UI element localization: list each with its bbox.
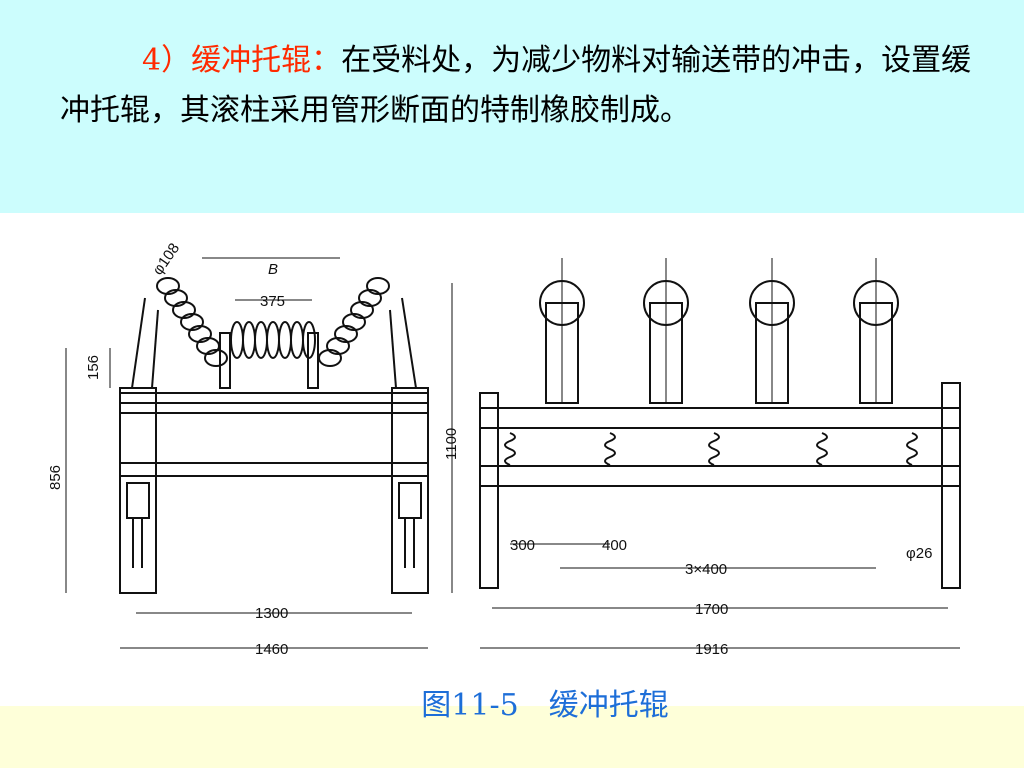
description-text: 在受料处，为减少物料对输送带的冲击，设置缓冲托辊，其滚柱采用管形断面的特制橡胶制…: [60, 43, 972, 128]
caption-panel: [0, 706, 1024, 768]
side-view-labels: 300 400 3×400 φ26 1700 1916: [510, 537, 932, 658]
label-length-1700: 1700: [695, 601, 728, 618]
left-leg: [119, 387, 157, 594]
text-panel: [0, 0, 1024, 213]
spring-5: [906, 432, 918, 466]
label-center-roll: 375: [260, 293, 285, 310]
label-height-856: 856: [47, 465, 64, 490]
figure-caption: 图11-5 缓冲托辊: [421, 688, 669, 723]
side-left-end: [479, 392, 499, 589]
section-heading: 4）缓冲托辊：: [142, 43, 342, 78]
front-view: [65, 257, 453, 649]
label-height-156: 156: [85, 355, 102, 380]
spring-1: [504, 432, 516, 466]
center-roller: [230, 321, 316, 359]
label-pitch-400: 400: [602, 537, 627, 554]
spring-4: [816, 432, 828, 466]
right-roller: [318, 277, 390, 367]
spring-2: [604, 432, 616, 466]
label-diam-hole: φ26: [906, 545, 932, 562]
description-paragraph: 4）缓冲托辊：在受料处，为减少物料对输送带的冲击，设置缓冲托辊，其滚柱采用管形断…: [60, 36, 980, 136]
left-roller: [156, 277, 228, 367]
right-leg: [391, 387, 429, 594]
label-pitch-300: 300: [510, 537, 535, 554]
spring-3: [708, 432, 720, 466]
label-diam-roller: φ108: [149, 240, 183, 278]
label-belt-width: B: [268, 261, 278, 278]
front-view-labels: φ108 B 375 156 856 1100 1300 1460: [47, 240, 460, 658]
label-pitch-3x400: 3×400: [685, 561, 727, 578]
side-view: [479, 258, 961, 649]
label-width-1300: 1300: [255, 605, 288, 622]
buffer-idler-drawing: φ108 B 375 156 856 1100 1300 1460: [47, 240, 961, 658]
label-width-1460: 1460: [255, 641, 288, 658]
label-height-1100: 1100: [443, 428, 460, 460]
label-length-1916: 1916: [695, 641, 728, 658]
